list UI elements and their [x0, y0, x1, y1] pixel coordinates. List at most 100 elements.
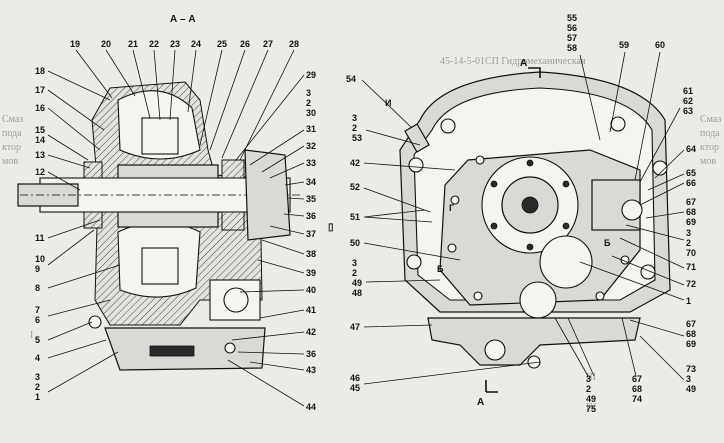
svg-text:10: 10	[35, 254, 45, 264]
svg-text:61: 61	[683, 86, 693, 96]
front-view	[399, 71, 671, 369]
drain-plug	[88, 315, 102, 329]
svg-text:74: 74	[632, 394, 642, 404]
svg-text:13: 13	[35, 150, 45, 160]
svg-text:43: 43	[306, 365, 316, 375]
bearing	[221, 211, 245, 231]
svg-text:8: 8	[35, 283, 40, 293]
section-markers: А А Б Б Г И ▯	[328, 58, 611, 408]
svg-text:30: 30	[306, 108, 316, 118]
svg-text:2: 2	[306, 98, 311, 108]
flange-center	[521, 196, 539, 214]
svg-text:64: 64	[686, 144, 696, 154]
svg-text:67: 67	[632, 374, 642, 384]
svg-text:46: 46	[350, 373, 360, 383]
svg-text:14: 14	[35, 135, 45, 145]
svg-text:36: 36	[306, 211, 316, 221]
svg-text:21: 21	[128, 39, 138, 49]
bolt	[224, 342, 236, 354]
svg-text:57: 57	[567, 33, 577, 43]
svg-text:47: 47	[350, 322, 360, 332]
svg-text:62: 62	[683, 96, 693, 106]
svg-text:IV: IV	[586, 402, 597, 413]
svg-text:пода: пода	[700, 128, 720, 139]
svg-text:25: 25	[217, 39, 227, 49]
flange-bolts	[490, 159, 570, 251]
svg-text:55: 55	[567, 13, 577, 23]
left-right-callouts: 29 3 2 30 31 32 33 34 35 36 37 38 39 40 …	[227, 70, 316, 412]
svg-text:3: 3	[686, 374, 691, 384]
svg-text:45: 45	[350, 383, 360, 393]
svg-text:ктор: ктор	[2, 142, 21, 153]
bleed-through-text: 45-14-5-01СП Гидромеханическая Смаз пода…	[2, 56, 721, 413]
turbine-upper	[141, 117, 179, 155]
svg-text:67: 67	[686, 197, 696, 207]
svg-text:12: 12	[35, 167, 45, 177]
turbine-lower	[141, 247, 179, 285]
svg-text:3: 3	[586, 374, 591, 384]
svg-text:22: 22	[149, 39, 159, 49]
mount-hole	[408, 157, 424, 173]
svg-text:68: 68	[686, 207, 696, 217]
sump-drain	[484, 339, 506, 361]
svg-text:27: 27	[263, 39, 273, 49]
svg-text:пода: пода	[2, 128, 22, 139]
right-left-callouts: 42 52 51 50 3 2 49 48 47 46 45	[350, 158, 541, 393]
pump-gear	[223, 287, 249, 313]
svg-text:18: 18	[35, 66, 45, 76]
section-title: А – А	[170, 14, 196, 25]
svg-text:I: I	[30, 330, 33, 341]
svg-text:2: 2	[352, 268, 357, 278]
svg-text:3: 3	[35, 372, 40, 382]
bearing	[83, 161, 103, 179]
svg-text:69: 69	[686, 339, 696, 349]
svg-text:28: 28	[289, 39, 299, 49]
section-view-a-a: А – А	[17, 14, 300, 371]
svg-text:Смаз: Смаз	[2, 114, 23, 125]
svg-text:Смаз: Смаз	[700, 114, 721, 125]
right-top-callouts: 54 3 2 53 55 56 57 58 59 60 61 62 63	[346, 13, 693, 183]
svg-text:Б: Б	[604, 238, 611, 248]
svg-text:66: 66	[686, 178, 696, 188]
svg-text:60: 60	[655, 40, 665, 50]
svg-text:31: 31	[306, 124, 316, 134]
svg-text:4: 4	[35, 353, 40, 363]
svg-text:24: 24	[191, 39, 201, 49]
svg-text:11: 11	[35, 233, 45, 243]
svg-text:35: 35	[306, 194, 316, 204]
svg-text:71: 71	[686, 262, 696, 272]
svg-text:68: 68	[632, 384, 642, 394]
bearing	[221, 159, 245, 179]
svg-text:29: 29	[306, 70, 316, 80]
svg-text:40: 40	[306, 285, 316, 295]
svg-text:69: 69	[686, 217, 696, 227]
left-top-callouts: 19 20 21 22 23 24 25 26 27 28	[70, 39, 299, 161]
svg-text:75: 75	[586, 404, 596, 414]
svg-text:42: 42	[306, 327, 316, 337]
valve-port	[621, 199, 643, 221]
mount-hole	[440, 118, 456, 134]
svg-text:2: 2	[586, 384, 591, 394]
svg-text:38: 38	[306, 249, 316, 259]
svg-text:45-14-5-01СП Гидромеханическая: 45-14-5-01СП Гидромеханическая	[440, 56, 586, 67]
svg-text:А: А	[520, 58, 527, 69]
svg-text:49: 49	[352, 278, 362, 288]
svg-text:2: 2	[35, 382, 40, 392]
svg-text:17: 17	[35, 85, 45, 95]
svg-text:50: 50	[350, 238, 360, 248]
svg-text:6: 6	[35, 315, 40, 325]
svg-text:Г: Г	[449, 203, 454, 213]
svg-text:5: 5	[35, 335, 40, 345]
svg-text:9: 9	[35, 264, 40, 274]
svg-text:52: 52	[350, 182, 360, 192]
oil-strainer	[149, 345, 195, 357]
svg-text:67: 67	[686, 319, 696, 329]
svg-text:59: 59	[619, 40, 629, 50]
right-right-callouts: 64 65 66 67 68 69 3 2 70 71 72 1 67 68 6…	[579, 144, 696, 394]
svg-text:48: 48	[352, 288, 362, 298]
breather	[404, 123, 430, 153]
svg-text:51: 51	[350, 212, 360, 222]
mount-hole	[610, 116, 626, 132]
svg-text:49: 49	[686, 384, 696, 394]
